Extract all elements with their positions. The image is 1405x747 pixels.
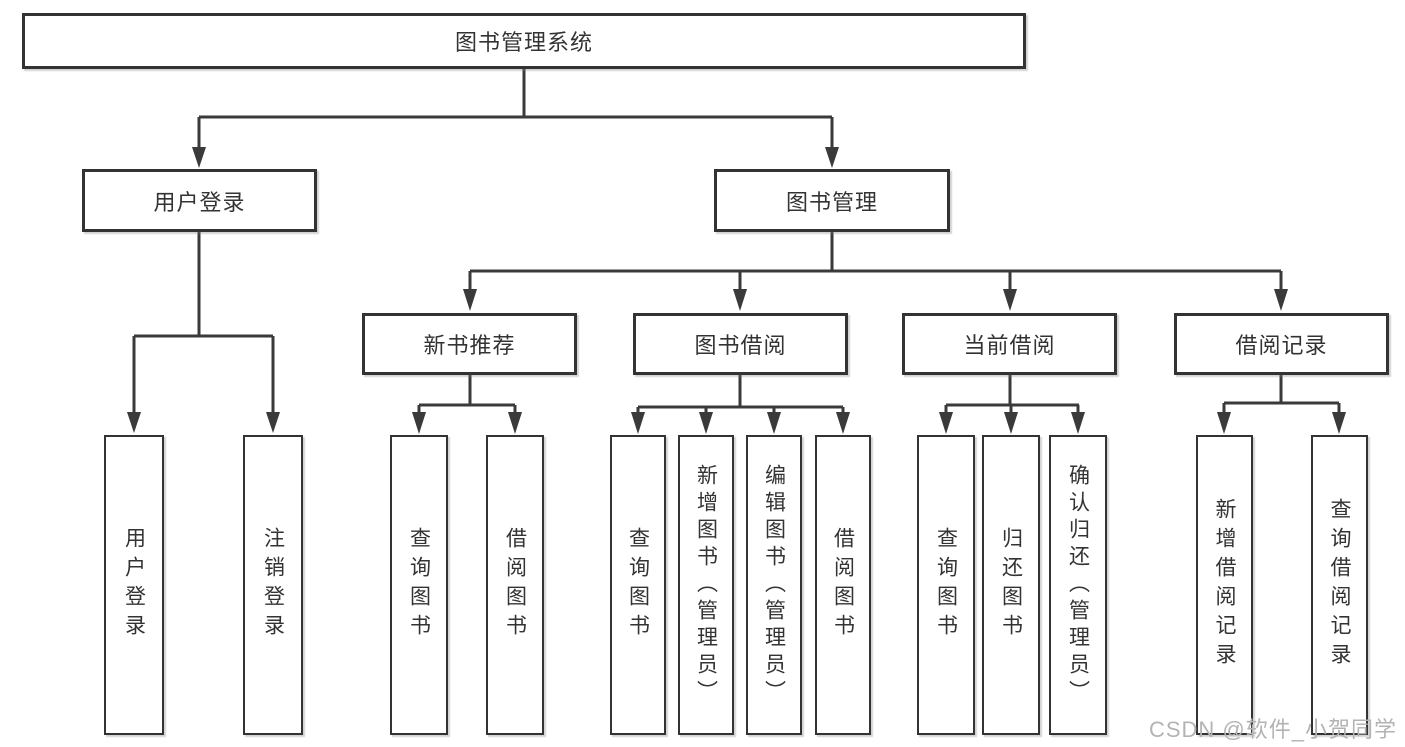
node-book-management-label: 图书管理 [785,189,878,215]
node-current-borrow: 当前借阅 [902,313,1117,375]
node-user-login: 用户登录 [82,169,317,232]
leaf-query-books-recommend-label: 查询图书 [407,527,431,643]
leaf-user-login-label: 用户登录 [122,527,146,643]
node-user-login-label: 用户登录 [153,189,246,215]
node-book-borrow: 图书借阅 [633,313,848,375]
leaf-edit-book-admin-label: 编辑图书（管理员） [762,463,786,707]
leaf-query-books-borrow-label: 查询图书 [626,527,650,643]
leaf-borrow-books-recommend: 借阅图书 [486,435,544,735]
leaf-add-book-admin: 新增图书（管理员） [678,435,734,735]
leaf-confirm-return-admin-label: 确认归还（管理员） [1066,463,1090,707]
node-root: 图书管理系统 [22,13,1026,69]
leaf-add-borrow-record-label: 新增借阅记录 [1213,498,1236,672]
leaf-add-book-admin-label: 新增图书（管理员） [694,463,718,707]
leaf-query-books-recommend: 查询图书 [390,435,448,735]
leaf-logout-label: 注销登录 [261,527,285,643]
node-root-label: 图书管理系统 [454,30,593,55]
leaf-query-books-current-label: 查询图书 [934,527,958,643]
node-current-borrow-label: 当前借阅 [963,333,1056,358]
leaf-logout: 注销登录 [243,435,303,735]
leaf-confirm-return-admin: 确认归还（管理员） [1049,435,1107,735]
node-book-management: 图书管理 [714,169,950,232]
watermark: CSDN @软件_小贺同学 [1148,717,1397,742]
node-borrow-records: 借阅记录 [1174,313,1389,375]
node-new-book-recommend-label: 新书推荐 [423,333,516,358]
leaf-return-book: 归还图书 [982,435,1040,735]
node-book-borrow-label: 图书借阅 [694,333,787,358]
leaf-query-books-borrow: 查询图书 [610,435,666,735]
leaf-user-login: 用户登录 [104,435,164,735]
leaf-borrow-books-recommend-label: 借阅图书 [503,527,527,643]
arrowheads [127,147,1346,434]
leaf-query-books-current: 查询图书 [917,435,975,735]
leaf-borrow-books: 借阅图书 [815,435,871,735]
leaf-edit-book-admin: 编辑图书（管理员） [746,435,802,735]
leaf-borrow-books-label: 借阅图书 [831,527,855,643]
node-borrow-records-label: 借阅记录 [1235,333,1328,358]
leaf-query-borrow-record-label: 查询借阅记录 [1328,498,1351,672]
leaf-query-borrow-record: 查询借阅记录 [1311,435,1368,735]
leaf-add-borrow-record: 新增借阅记录 [1196,435,1253,735]
leaf-return-book-label: 归还图书 [999,527,1023,643]
node-new-book-recommend: 新书推荐 [362,313,577,375]
